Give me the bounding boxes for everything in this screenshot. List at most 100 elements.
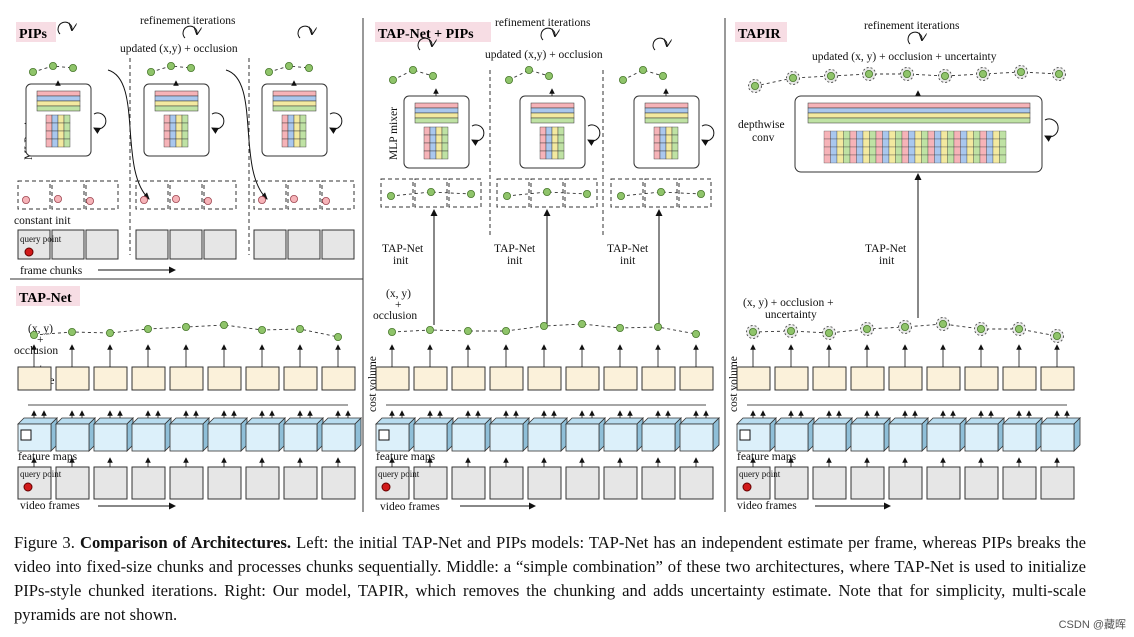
query-feature-icon xyxy=(20,429,32,441)
tapir-panel: TAPIR refinement iterations updated (x, … xyxy=(728,20,1081,512)
track-point xyxy=(616,323,625,332)
mixer-cell xyxy=(175,122,183,132)
mixer-cell xyxy=(163,138,171,148)
chunk-point xyxy=(54,194,63,203)
video-frame xyxy=(413,466,448,500)
track-point xyxy=(657,187,666,196)
loop-arrow-icon xyxy=(652,37,667,51)
track-point xyxy=(463,326,472,335)
mixer-cell xyxy=(287,138,295,148)
feature-row xyxy=(272,90,317,97)
mixer-cell xyxy=(281,130,289,140)
caption-text: Left: the initial TAP-Net and PIPs model… xyxy=(14,533,1086,624)
pips-const-init: constant init xyxy=(14,215,71,227)
combo-video-frames: video frames xyxy=(380,501,440,513)
chunk-box xyxy=(564,178,598,208)
cost-volume xyxy=(888,366,923,391)
chunk-point xyxy=(257,195,266,204)
mixer-cell xyxy=(551,134,559,144)
mixer-cell xyxy=(665,150,673,160)
loop-arrow-icon xyxy=(540,27,555,41)
video-frame xyxy=(207,466,242,500)
mixer-cell xyxy=(671,150,679,160)
conv-cell xyxy=(882,146,890,156)
video-frame xyxy=(1002,466,1037,500)
video-frame xyxy=(169,229,203,260)
mixer-cell xyxy=(659,126,667,136)
conv-cell xyxy=(992,130,1000,140)
track-point xyxy=(408,66,417,75)
conv-cell xyxy=(823,154,831,164)
figure-caption: Figure 3. Comparison of Architectures. L… xyxy=(14,531,1086,627)
mixer-cell xyxy=(169,114,177,124)
loop-arrow-icon xyxy=(57,21,72,35)
conv-cell xyxy=(921,146,929,156)
mixer-cell xyxy=(665,126,673,136)
loop-arrow-icon xyxy=(587,124,601,146)
loop-arrow-icon xyxy=(182,25,197,39)
conv-cell xyxy=(849,138,857,148)
chunk-point xyxy=(289,194,298,203)
conv-cell xyxy=(914,154,922,164)
conv-cell xyxy=(947,154,955,164)
mixer-cell xyxy=(57,138,65,148)
conv-cell xyxy=(934,146,942,156)
conv-cell xyxy=(901,146,909,156)
cost-volume xyxy=(413,366,448,391)
cost-volume xyxy=(283,366,318,391)
video-frame xyxy=(131,466,166,500)
mixer-cell xyxy=(545,134,553,144)
feature-row xyxy=(644,107,689,114)
cost-volume xyxy=(375,366,410,391)
combo-init-a2: init xyxy=(393,255,409,267)
cost-volume xyxy=(527,366,562,391)
chunk-box xyxy=(51,180,85,210)
conv-cell xyxy=(979,146,987,156)
track-point xyxy=(181,322,190,331)
video-frame xyxy=(17,466,52,500)
tapir-xyu2: uncertainty xyxy=(765,309,817,321)
feature-row xyxy=(154,100,199,107)
video-frame xyxy=(926,466,961,500)
conv-cell xyxy=(940,154,948,164)
mixer-cell xyxy=(429,150,437,160)
track-point xyxy=(749,327,758,336)
conv-cell xyxy=(999,138,1007,148)
feature-map-cube xyxy=(169,423,204,452)
feature-map-cube xyxy=(850,417,891,425)
track-point xyxy=(617,191,626,200)
tapir-updated-label: updated (x, y) + occlusion + uncertainty xyxy=(812,51,997,63)
chunk-box xyxy=(448,178,482,208)
conv-cell xyxy=(940,138,948,148)
track-point xyxy=(428,72,437,81)
query-point-dot xyxy=(23,482,33,492)
video-frame xyxy=(774,466,809,500)
track-point xyxy=(941,72,950,81)
chunk-box xyxy=(610,178,644,208)
conv-cell xyxy=(895,138,903,148)
mixer-cell xyxy=(281,122,289,132)
feature-map-cube xyxy=(1002,423,1037,452)
track-point xyxy=(787,326,796,335)
feature-map-cube xyxy=(1040,417,1081,425)
mixer-cell xyxy=(539,150,547,160)
conv-cell xyxy=(973,146,981,156)
conv-cell xyxy=(869,154,877,164)
conv-cell xyxy=(888,130,896,140)
mixer-cell xyxy=(57,114,65,124)
feature-map-cube xyxy=(55,417,96,425)
conv-cell xyxy=(895,146,903,156)
mixer-cell xyxy=(287,114,295,124)
feature-map-cube xyxy=(131,417,172,425)
cost-volume xyxy=(489,366,524,391)
feature-map-cube xyxy=(774,423,809,452)
feature-map-cube xyxy=(1073,417,1081,452)
track-point xyxy=(387,327,396,336)
feature-row xyxy=(36,95,81,102)
feature-row xyxy=(807,102,1031,109)
conv-cell xyxy=(823,130,831,140)
feature-row xyxy=(414,117,459,124)
track-point xyxy=(146,68,155,77)
feature-row xyxy=(530,117,575,124)
loop-arrow-icon xyxy=(417,37,432,51)
